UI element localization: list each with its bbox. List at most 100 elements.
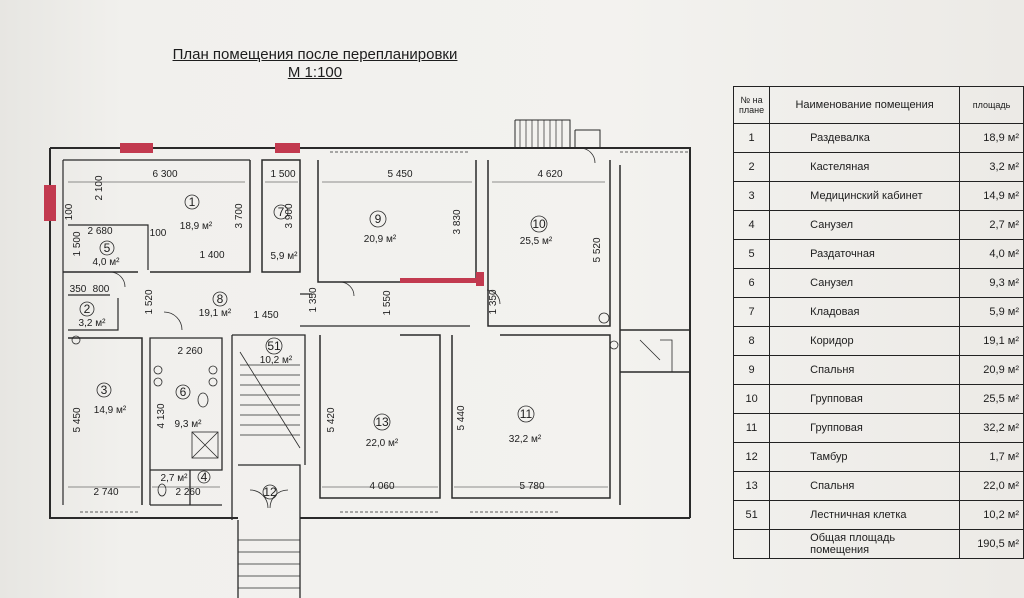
- room-number: 3: [101, 383, 108, 397]
- row-area: 14,9 м²: [959, 181, 1024, 211]
- row-area: 32,2 м²: [959, 413, 1024, 443]
- row-number: 7: [732, 297, 771, 327]
- outer-wall-top: [50, 147, 691, 518]
- dimension-label: 100: [64, 203, 75, 220]
- dimension-label: 2 740: [93, 487, 118, 498]
- dimension-label: 1 400: [199, 250, 224, 261]
- row-area: 19,1 м²: [959, 326, 1024, 356]
- room-number: 8: [217, 292, 224, 306]
- room-number: 51: [267, 339, 281, 353]
- room-number: 7: [278, 205, 285, 219]
- dimension-label: 1 500: [72, 231, 83, 256]
- row-name: Лестничная клетка: [769, 500, 961, 530]
- row-name: Раздаточная: [769, 239, 961, 269]
- dimension-label: 5 440: [456, 405, 467, 430]
- floor-plan-drawing: 1 18,9 м² 2 3,2 м² 3 14,9 м² 4 2,7 м² 5 …: [44, 119, 691, 598]
- room-area: 5,9 м²: [271, 251, 299, 262]
- row-number: 8: [732, 326, 771, 356]
- new-wall-highlights: [44, 143, 484, 286]
- room-area: 32,2 м²: [509, 434, 542, 445]
- dimension-label: 2 260: [177, 346, 202, 357]
- room-number: 9: [375, 212, 382, 226]
- row-area: 4,0 м²: [959, 239, 1024, 269]
- dimension-label: 1 500: [270, 169, 295, 180]
- dimension-label: 4 060: [369, 481, 394, 492]
- row-area: 2,7 м²: [959, 210, 1024, 240]
- dimension-label: 4 620: [537, 169, 562, 180]
- row-name: Групповая: [769, 413, 961, 443]
- row-name: Тамбур: [769, 442, 961, 472]
- row-area: 25,5 м²: [959, 384, 1024, 414]
- dimension-label: 5 420: [326, 407, 337, 432]
- room-schedule-table: № на плане Наименование помещения площад…: [732, 86, 1024, 559]
- row-name: Кладовая: [769, 297, 961, 327]
- row-number: 1: [732, 123, 771, 153]
- total-area: 190,5 м²: [959, 529, 1024, 559]
- row-name: Медицинский кабинет: [769, 181, 961, 211]
- row-number: 13: [732, 471, 771, 501]
- room-area: 3,2 м²: [79, 318, 107, 329]
- row-number: 12: [732, 442, 771, 472]
- dimension-label: 1 350: [488, 289, 499, 314]
- row-number: 4: [732, 210, 771, 240]
- dimension-label: 5 780: [519, 481, 544, 492]
- row-number: 11: [732, 413, 771, 443]
- room-number: 1: [189, 195, 196, 209]
- row-name: Групповая: [769, 384, 961, 414]
- dimension-label: 3 830: [452, 209, 463, 234]
- row-name: Санузел: [769, 210, 961, 240]
- dimension-label: 1 350: [308, 287, 319, 312]
- row-name: Санузел: [769, 268, 961, 298]
- room-number: 2: [84, 302, 91, 316]
- room-number: 4: [201, 470, 208, 484]
- row-number: 10: [732, 384, 771, 414]
- fixtures: [71, 312, 619, 497]
- dimension-label: 800: [93, 284, 110, 295]
- dimension-label: 5 450: [72, 407, 83, 432]
- row-area: 22,0 м²: [959, 471, 1024, 501]
- room-number: 10: [532, 217, 546, 231]
- row-number: 2: [732, 152, 771, 182]
- dimension-label: 5 520: [592, 237, 603, 262]
- row-area: 10,2 м²: [959, 500, 1024, 530]
- dimension-label: 3 700: [234, 203, 245, 228]
- header-area: площадь: [959, 86, 1024, 124]
- room-area: 10,2 м²: [260, 355, 293, 366]
- dimension-label: 1 550: [382, 290, 393, 315]
- dimension-label: 3 900: [284, 203, 295, 228]
- room-area: 2,7 м²: [161, 473, 189, 484]
- dimension-label: 5 450: [387, 169, 412, 180]
- dimension-label: 1 520: [144, 289, 155, 314]
- room-number: 13: [375, 415, 389, 429]
- room-number: 11: [520, 407, 533, 421]
- plan-title: План помещения после перепланировки М 1:…: [150, 46, 480, 82]
- plan-scale: М 1:100: [287, 64, 343, 81]
- table-header-row: № на плане Наименование помещения площад…: [732, 86, 1024, 124]
- row-area: 1,7 м²: [959, 442, 1024, 472]
- dimension-label: 1 450: [253, 310, 278, 321]
- row-name: Спальня: [769, 355, 961, 385]
- row-number: 3: [732, 181, 771, 211]
- dimension-label: 6 300: [152, 169, 177, 180]
- row-area: 20,9 м²: [959, 355, 1024, 385]
- row-name: Кастеляная: [769, 152, 961, 182]
- row-area: 5,9 м²: [959, 297, 1024, 327]
- header-number: № на плане: [732, 86, 771, 124]
- row-area: 18,9 м²: [959, 123, 1024, 153]
- room-area: 19,1 м²: [199, 308, 232, 319]
- total-number-cell: [732, 529, 771, 559]
- header-name: Наименование помещения: [769, 86, 961, 124]
- dimension-label: 100: [150, 228, 167, 239]
- row-number: 9: [732, 355, 771, 385]
- room-area: 18,9 м²: [180, 221, 213, 232]
